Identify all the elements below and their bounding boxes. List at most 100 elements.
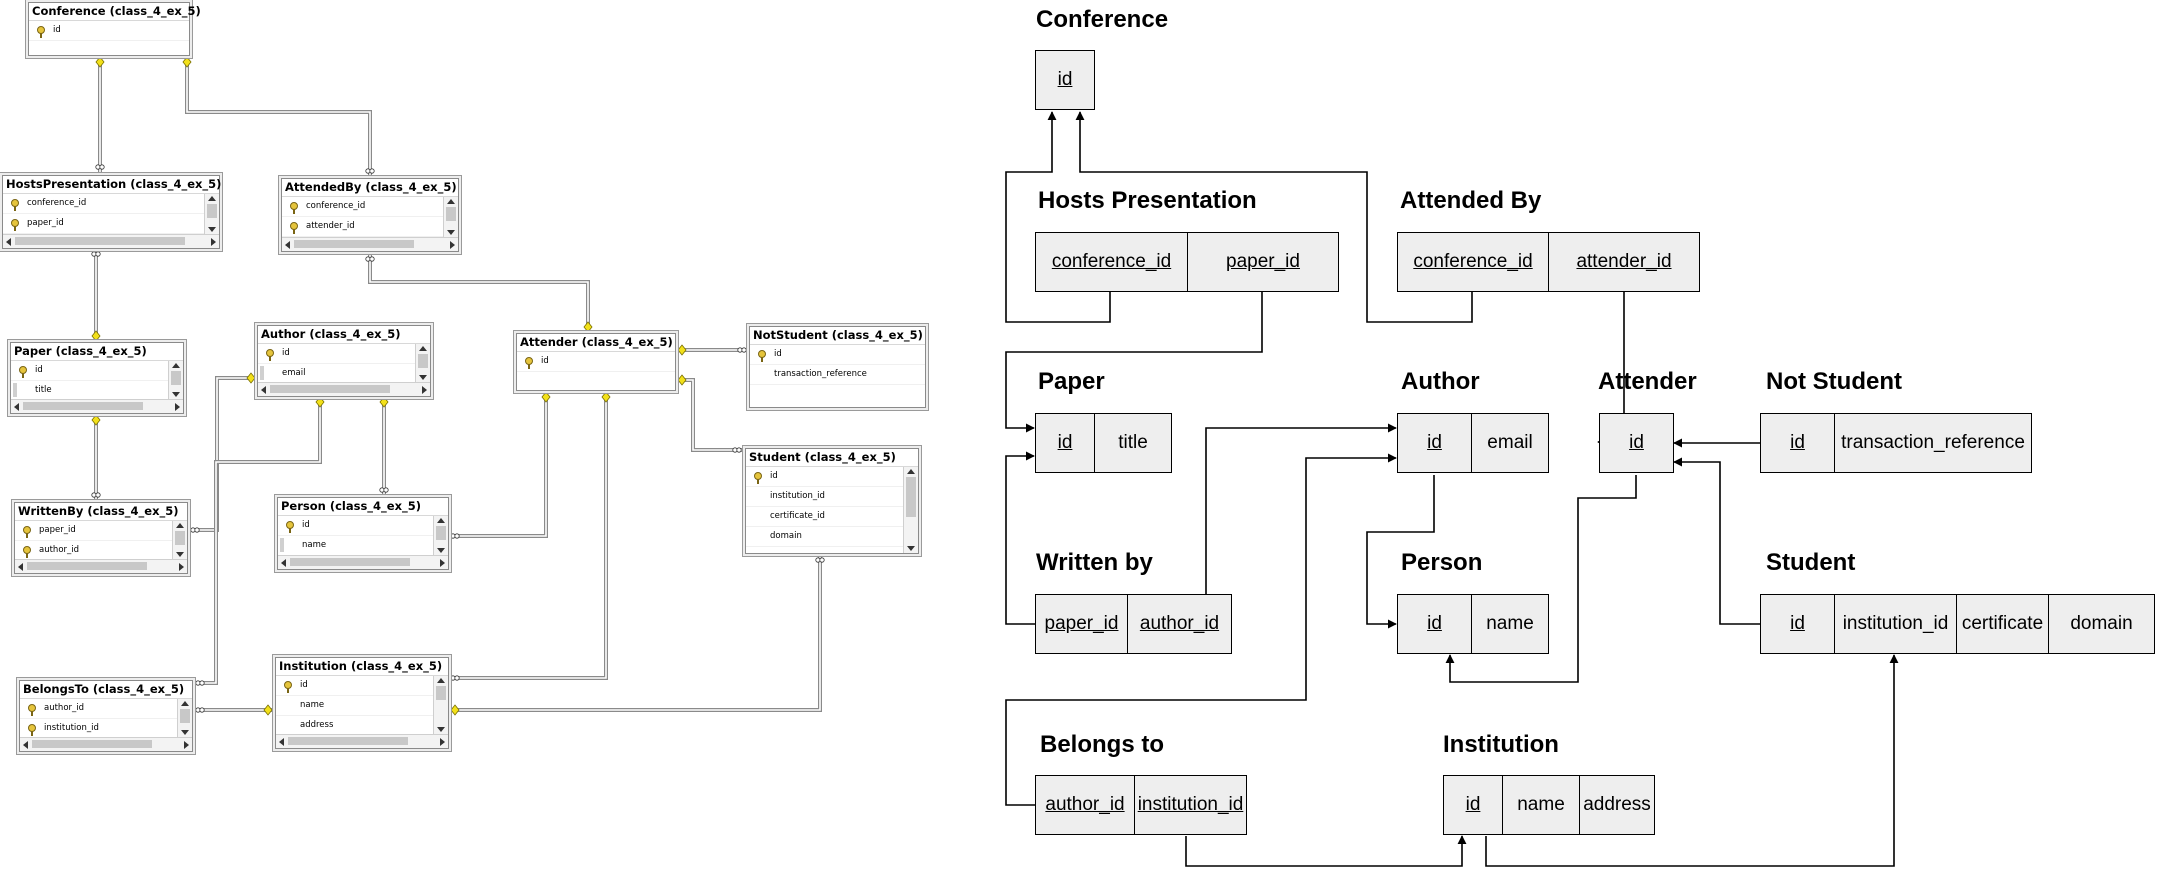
ssms-rel-person-attender[interactable] xyxy=(450,391,551,539)
arrow-writtenby-author-to-author[interactable] xyxy=(1205,423,1397,594)
scroll-thumb[interactable] xyxy=(906,477,916,517)
ssms-table-attendedby[interactable]: AttendedBy (class_4_ex_5) conference_id … xyxy=(281,178,459,252)
column-attender-id[interactable]: attender_id xyxy=(1576,251,1672,272)
column-name[interactable]: name xyxy=(1503,776,1580,834)
entity-institution[interactable]: id name address xyxy=(1443,775,1655,835)
column-title[interactable]: title xyxy=(1118,432,1148,453)
ssms-table-hostspresentation[interactable]: HostsPresentation (class_4_ex_5) confere… xyxy=(2,175,221,249)
entity-belongs-to[interactable]: author_id institution_id xyxy=(1035,775,1247,835)
scroll-left-icon[interactable] xyxy=(279,738,284,746)
ssms-column-address[interactable]: address xyxy=(276,716,448,736)
arrow-institution-to-student[interactable] xyxy=(1485,654,1899,867)
column-domain[interactable]: domain xyxy=(2070,613,2133,634)
ssms-column-name[interactable]: name xyxy=(276,696,448,716)
ssms-rel-attendedby-attender[interactable] xyxy=(365,254,593,333)
arrow-attended-conference-to-conference[interactable] xyxy=(1075,111,1473,323)
ssms-table-person[interactable]: Person (class_4_ex_5) id name xyxy=(277,497,449,570)
column-institution-id[interactable]: institution_id xyxy=(1137,794,1244,815)
ssms-column-title[interactable]: title xyxy=(11,381,183,401)
ssms-column-id[interactable]: id xyxy=(276,676,448,696)
column-email[interactable]: email xyxy=(1487,432,1533,453)
arrow-student-to-attender[interactable] xyxy=(1673,457,1760,625)
vertical-scrollbar[interactable] xyxy=(204,194,219,234)
ssms-table-notstudent[interactable]: NotStudent (class_4_ex_5) id transaction… xyxy=(749,326,926,408)
scroll-left-icon[interactable] xyxy=(261,386,266,394)
vertical-scrollbar[interactable] xyxy=(177,699,192,737)
column-address[interactable]: address xyxy=(1583,794,1651,815)
scroll-thumb[interactable] xyxy=(175,531,185,545)
entity-author[interactable]: id email xyxy=(1397,413,1549,473)
scroll-down-icon[interactable] xyxy=(437,548,445,553)
scroll-up-icon[interactable] xyxy=(176,523,184,528)
scroll-down-icon[interactable] xyxy=(419,375,427,380)
horizontal-scrollbar[interactable] xyxy=(15,559,187,573)
scroll-thumb[interactable] xyxy=(436,526,446,540)
horizontal-scrollbar[interactable] xyxy=(11,399,183,413)
scroll-thumb[interactable] xyxy=(446,207,456,221)
scroll-right-icon[interactable] xyxy=(175,403,180,411)
scroll-left-icon[interactable] xyxy=(6,238,11,246)
scroll-up-icon[interactable] xyxy=(208,196,216,201)
arrow-attender-to-person[interactable] xyxy=(1445,475,1637,683)
entity-not-student[interactable]: id transaction_reference xyxy=(1760,413,2032,473)
vertical-scrollbar[interactable] xyxy=(433,676,448,734)
arrow-hosts-paper-to-paper[interactable] xyxy=(1005,292,1263,433)
scroll-up-icon[interactable] xyxy=(419,346,427,351)
ssms-table-attender[interactable]: Attender (class_4_ex_5) id xyxy=(516,333,676,391)
entity-student[interactable]: id institution_id certificate domain xyxy=(1760,594,2155,654)
ssms-column-paper-id[interactable]: paper_id xyxy=(15,521,187,541)
ssms-column-author-id[interactable]: author_id xyxy=(15,541,187,561)
vertical-scrollbar[interactable] xyxy=(433,516,448,555)
scroll-right-icon[interactable] xyxy=(450,241,455,249)
ssms-column-id[interactable]: id xyxy=(746,467,918,487)
horizontal-scrollbar[interactable] xyxy=(258,382,430,396)
ssms-rel-hostspresentation-paper[interactable] xyxy=(91,250,101,342)
column-certificate[interactable]: certificate xyxy=(1957,595,2049,653)
scroll-up-icon[interactable] xyxy=(172,363,180,368)
ssms-table-writtenby[interactable]: WrittenBy (class_4_ex_5) paper_id author… xyxy=(14,502,188,574)
scroll-thumb[interactable] xyxy=(270,385,390,393)
scroll-right-icon[interactable] xyxy=(179,563,184,571)
scroll-down-icon[interactable] xyxy=(208,227,216,232)
scroll-thumb[interactable] xyxy=(418,354,428,368)
ssms-rel-attender-institution[interactable] xyxy=(450,391,611,681)
ssms-column-domain[interactable]: domain xyxy=(746,527,918,547)
scroll-right-icon[interactable] xyxy=(422,386,427,394)
arrow-writtenby-paper-to-paper[interactable] xyxy=(1005,451,1035,625)
entity-hosts-presentation[interactable]: conference_id paper_id xyxy=(1035,232,1339,292)
column-paper-id[interactable]: paper_id xyxy=(1036,595,1128,653)
ssms-column-conference-id[interactable]: conference_id xyxy=(282,197,458,217)
ssms-rel-institution-student[interactable] xyxy=(450,555,825,716)
ssms-table-paper[interactable]: Paper (class_4_ex_5) id title xyxy=(10,342,184,414)
vertical-scrollbar[interactable] xyxy=(172,521,187,559)
column-author-id[interactable]: author_id xyxy=(1036,776,1135,834)
column-id[interactable]: id xyxy=(1398,414,1472,472)
scroll-thumb[interactable] xyxy=(436,686,446,700)
ssms-rel-belongsto-institution[interactable] xyxy=(195,704,273,716)
ssms-rel-attender-notstudent[interactable] xyxy=(677,344,747,356)
column-id[interactable]: id xyxy=(1761,595,1835,653)
column-name[interactable]: name xyxy=(1486,613,1534,634)
column-id[interactable]: id xyxy=(1444,776,1503,834)
scroll-down-icon[interactable] xyxy=(181,730,189,735)
vertical-scrollbar[interactable] xyxy=(903,467,918,553)
column-id[interactable]: id xyxy=(1398,595,1472,653)
ssms-column-id[interactable]: id xyxy=(278,516,448,536)
ssms-rel-attender-student[interactable] xyxy=(677,374,742,453)
entity-attender[interactable]: id xyxy=(1599,413,1674,473)
scroll-left-icon[interactable] xyxy=(23,741,28,749)
horizontal-scrollbar[interactable] xyxy=(20,737,192,751)
horizontal-scrollbar[interactable] xyxy=(276,734,448,748)
scroll-up-icon[interactable] xyxy=(437,518,445,523)
vertical-scrollbar[interactable] xyxy=(415,344,430,382)
ssms-column-id[interactable]: id xyxy=(258,344,430,364)
scroll-left-icon[interactable] xyxy=(14,403,19,411)
arrow-belongsto-institution-to-institution[interactable] xyxy=(1185,835,1467,867)
ssms-column-conference-id[interactable]: conference_id xyxy=(3,194,219,214)
column-conference-id[interactable]: conference_id xyxy=(1036,233,1188,291)
scroll-thumb[interactable] xyxy=(23,402,143,410)
ssms-column-email[interactable]: email xyxy=(258,364,430,384)
scroll-right-icon[interactable] xyxy=(211,238,216,246)
ssms-table-belongsto[interactable]: BelongsTo (class_4_ex_5) author_id insti… xyxy=(19,680,193,752)
scroll-down-icon[interactable] xyxy=(172,392,180,397)
